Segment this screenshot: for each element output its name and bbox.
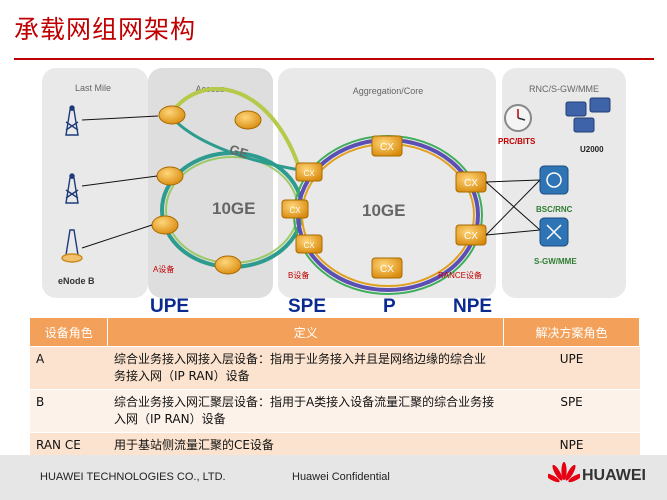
role-spe: SPE (288, 296, 327, 317)
base-station-icon (61, 105, 83, 263)
table-row: RAN CE 用于基站侧流量汇聚的CE设备 NPE (30, 432, 640, 458)
footer-company: HUAWEI TECHNOLOGIES CO., LTD. (40, 471, 226, 483)
title-rule (14, 58, 654, 60)
label-10ge-left: 10GE (212, 199, 255, 218)
header-solution-role: 解决方案角色 (503, 318, 640, 347)
bsc-rnc-icon (539, 165, 569, 195)
role-npe: NPE (453, 296, 493, 317)
svg-text:CX: CX (303, 241, 315, 250)
label-10ge-right: 10GE (362, 201, 405, 220)
router-icon (151, 105, 262, 275)
table-row: A 综合业务接入网接入层设备：指用于业务接入并且是网络边缘的综合业务接入网（IP… (30, 346, 640, 390)
cell-definition: 综合业务接入网汇聚层设备：指用于A类接入设备流量汇聚的综合业务接入网（IP RA… (107, 389, 504, 433)
huawei-logo-text: HUAWEI (582, 467, 646, 484)
cell-role: SPE (503, 389, 640, 433)
label-rance: RANCE设备 (438, 270, 482, 280)
label-sgw-mme: S-GW/MME (534, 257, 577, 266)
header-definition: 定义 (107, 318, 505, 347)
page-title: 承载网组网架构 (14, 15, 197, 44)
role-upe: UPE (150, 296, 190, 317)
label-ge: GE (228, 141, 251, 161)
zone-label-rnc: RNC/S-GW/MME (529, 84, 599, 94)
zone-aggregation (278, 68, 496, 298)
svg-text:CX: CX (380, 264, 394, 275)
cx-router-icon: CX CX CX CX CX CX CX (281, 135, 487, 279)
svg-text:CX: CX (289, 206, 301, 215)
cell-role: NPE (503, 432, 640, 458)
footer-confidential: Huawei Confidential (292, 471, 390, 483)
cell-definition: 综合业务接入网接入层设备：指用于业务接入并且是网络边缘的综合业务接入网（IP R… (107, 346, 504, 390)
cell-definition: 用于基站侧流量汇聚的CE设备 (107, 432, 504, 458)
table-row: B 综合业务接入网汇聚层设备：指用于A类接入设备流量汇聚的综合业务接入网（IP … (30, 389, 640, 433)
huawei-logo-icon (548, 462, 580, 483)
svg-text:CX: CX (464, 231, 478, 242)
zone-last-mile (42, 68, 148, 298)
role-p: P (383, 296, 396, 317)
label-prc-bits: PRC/BITS (498, 137, 536, 146)
clock-icon (504, 104, 532, 132)
table-header-row: 设备角色 定义 解决方案角色 (30, 318, 640, 347)
computer-icon (565, 97, 611, 133)
zone-label-aggregation: Aggregation/Core (353, 86, 424, 96)
ring-ge (168, 87, 302, 171)
svg-text:CX: CX (380, 142, 394, 153)
label-bsc-rnc: BSC/RNC (536, 205, 573, 214)
cell-role: UPE (503, 346, 640, 390)
svg-text:CX: CX (464, 178, 478, 189)
label-u2000: U2000 (580, 145, 604, 154)
label-device-a: A设备 (153, 264, 174, 274)
label-enodeb: eNode B (58, 276, 95, 286)
network-diagram: Last Mile Access Aggregation/Core RNC/S-… (42, 68, 626, 298)
header-device-role: 设备角色 (30, 318, 109, 347)
svg-text:CX: CX (303, 169, 315, 178)
label-device-b: B设备 (288, 270, 309, 280)
cell-device: B (30, 389, 108, 433)
cell-device: A (30, 346, 108, 390)
device-role-table: 设备角色 定义 解决方案角色 A 综合业务接入网接入层设备：指用于业务接入并且是… (30, 318, 640, 458)
zone-label-last-mile: Last Mile (75, 83, 111, 93)
cell-device: RAN CE (30, 432, 108, 458)
sgw-mme-icon (539, 217, 569, 247)
